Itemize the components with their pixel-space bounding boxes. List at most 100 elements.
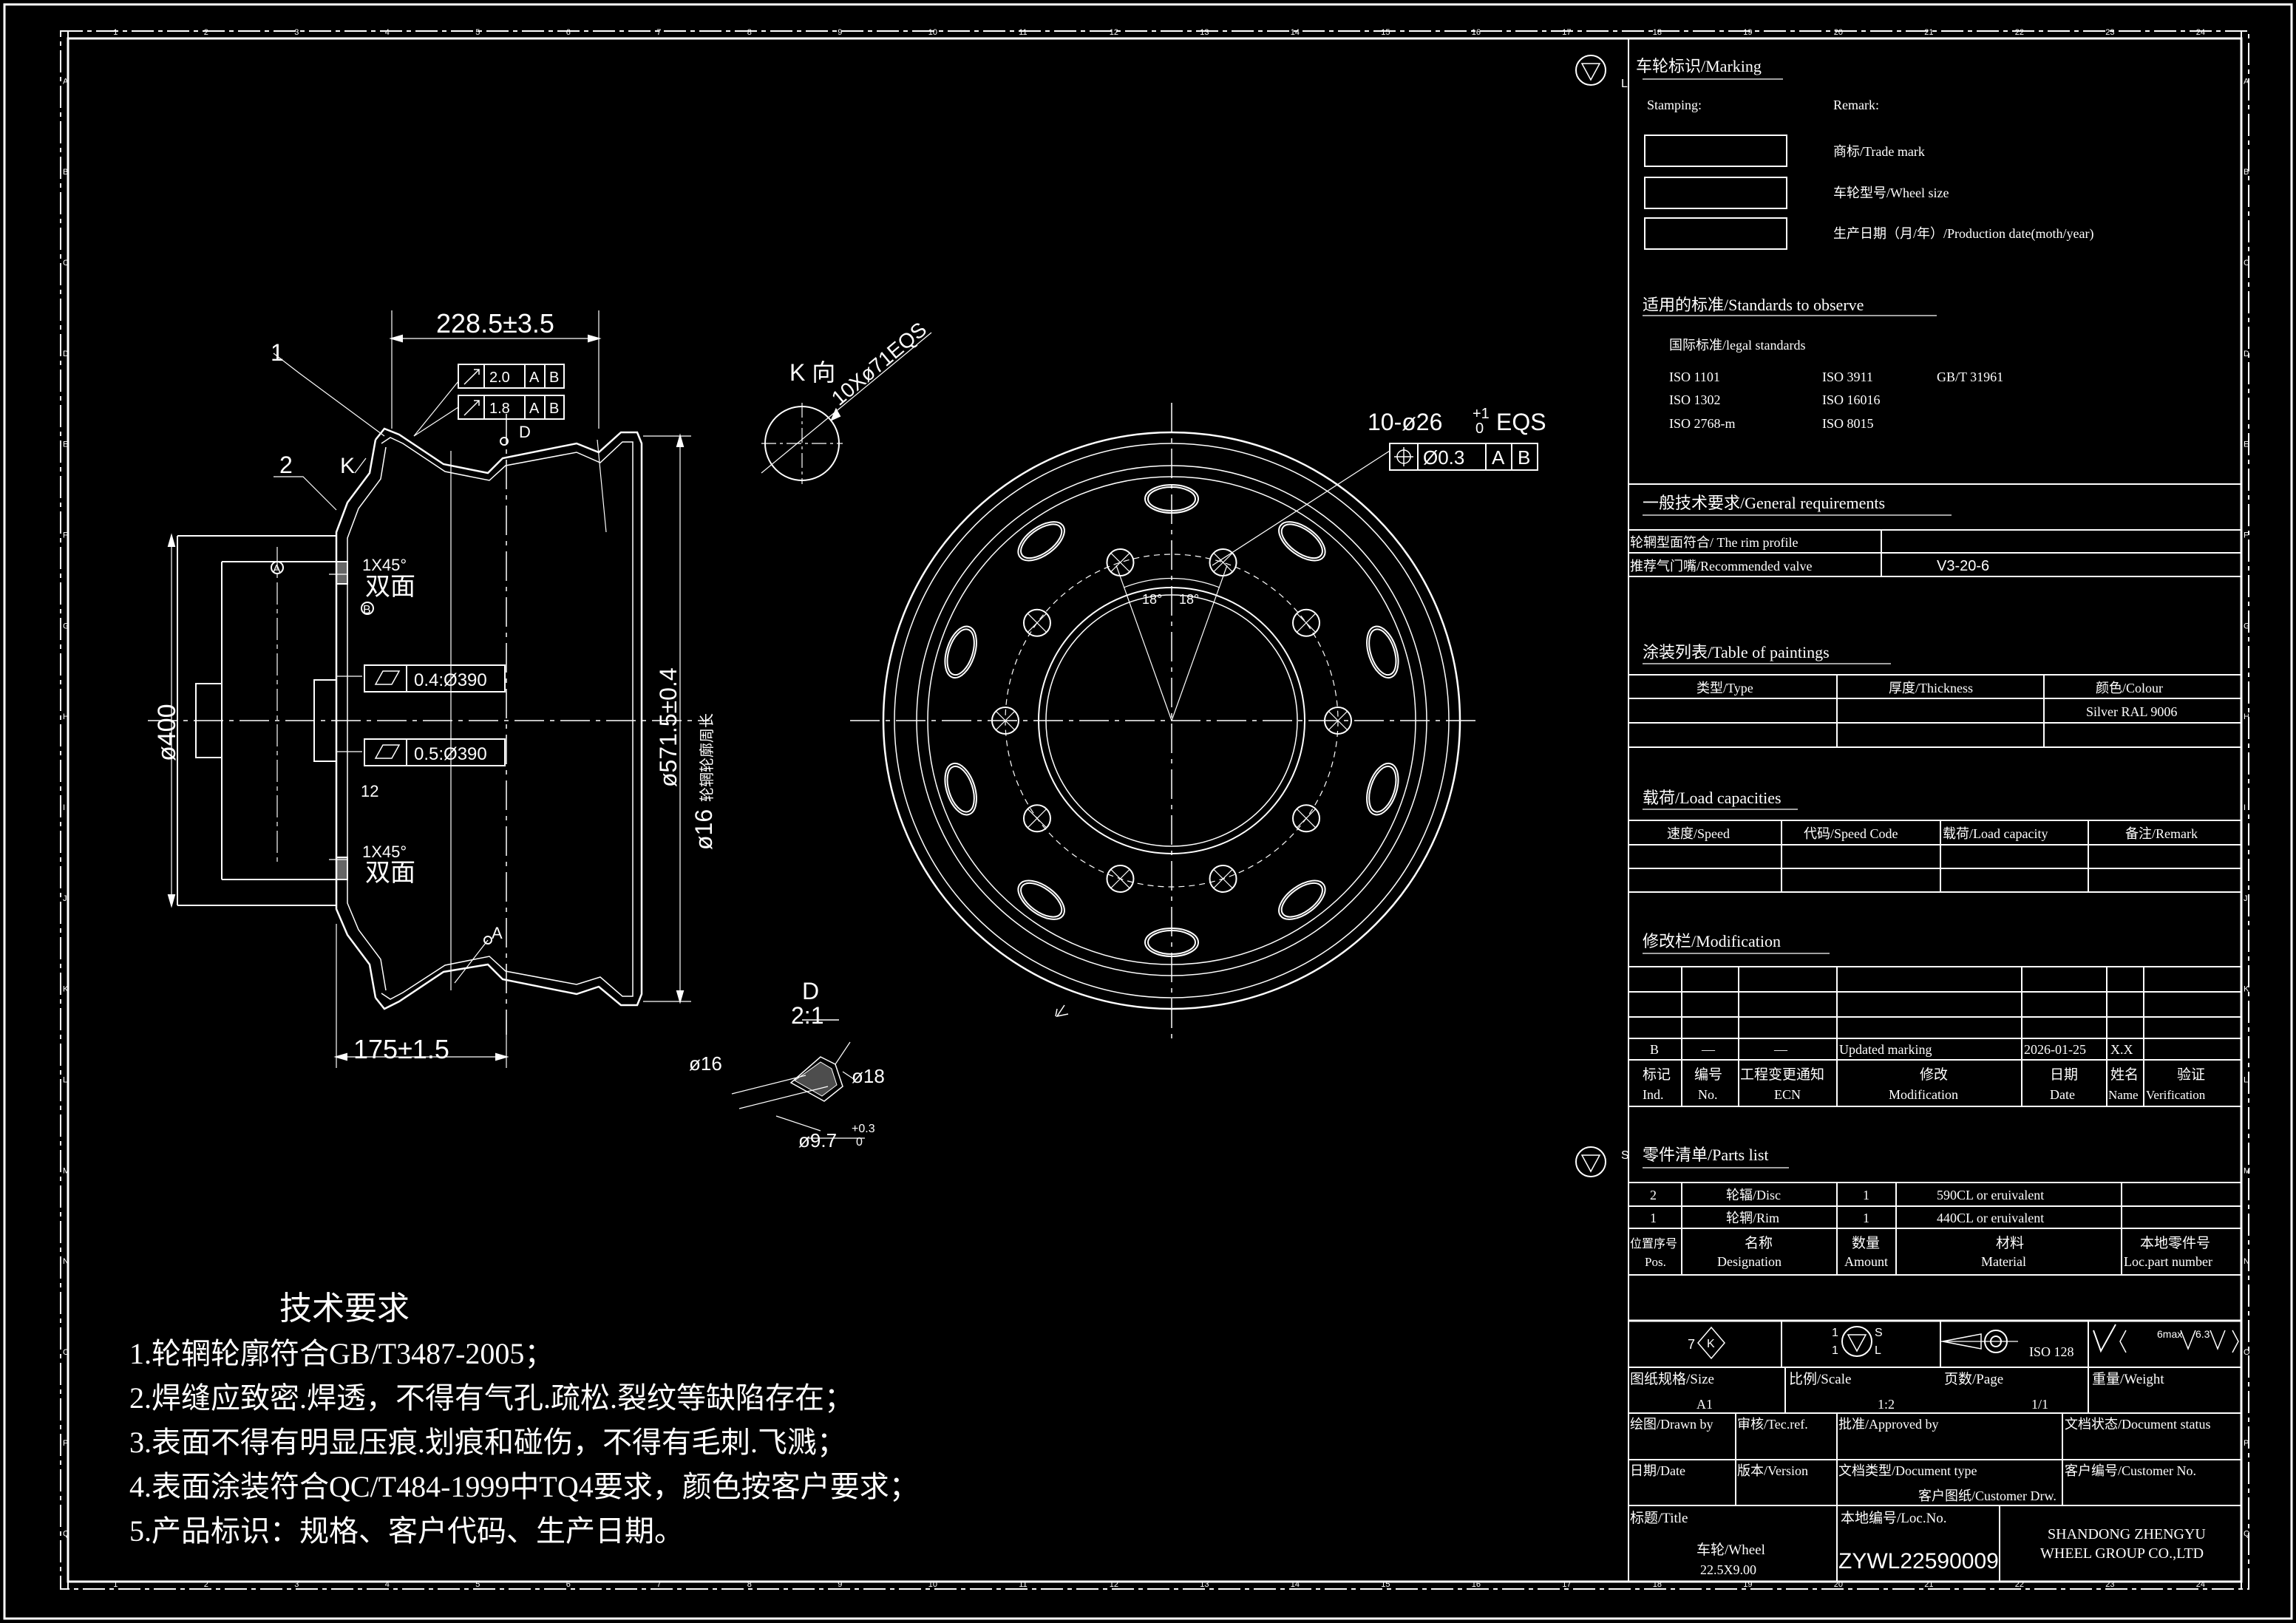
zone-letter: Q — [63, 1530, 69, 1539]
chamfer-top: 1X45° — [362, 556, 407, 574]
zone-number: 19 — [1743, 28, 1752, 37]
remark-label: Remark: — [1833, 98, 1879, 112]
detail-d18: ø18 — [852, 1065, 885, 1087]
zone-letter: N — [63, 1257, 69, 1266]
doc-type-label: 文档类型/Document type — [1838, 1463, 1977, 1478]
stamping-label: Stamping: — [1647, 98, 1702, 112]
company-line-2: WHEEL GROUP CO.,LTD — [2040, 1545, 2204, 1562]
runout-1: 2.0 — [489, 370, 510, 386]
detail-d97-tol-low: 0 — [856, 1136, 863, 1149]
sym-k-num: 7 — [1688, 1337, 1695, 1352]
standards-subtitle: 国际标准/legal standards — [1669, 338, 1805, 353]
modification-title: 修改栏/Modification — [1643, 932, 1781, 950]
zone-number: 20 — [1834, 1580, 1843, 1589]
bolt-hole-cross — [1296, 808, 1317, 828]
tech-req-title: 技术要求 — [279, 1290, 410, 1327]
parts-h-loc-cn: 本地零件号 — [2140, 1235, 2210, 1251]
vent-hole — [1020, 523, 1063, 559]
bolt-hole — [991, 707, 1019, 735]
position-tol-a: A — [1492, 446, 1505, 469]
parts-h-amount-en: Amount — [1844, 1254, 1888, 1269]
rim-dia-dim: ø571.5±0.4 — [655, 667, 682, 787]
zone-number: 3 — [294, 28, 299, 37]
zone-letter: F — [63, 531, 68, 540]
parts-r1-material: 590CL or eruivalent — [1937, 1188, 2044, 1202]
bolt-hole — [1106, 548, 1135, 577]
double-side-top: 双面 — [365, 574, 415, 601]
k-view-holes: 10Xø71EQS — [827, 318, 931, 410]
zone-number: 16 — [1472, 28, 1481, 37]
zone-number: 15 — [1381, 28, 1390, 37]
zone-letter: N — [2244, 1257, 2249, 1266]
zone-letter: I — [2244, 803, 2246, 812]
front-holes-tol-upper: +1 — [1473, 406, 1490, 422]
zone-number: 11 — [1019, 1580, 1027, 1589]
position-tolerance-frame — [1389, 443, 1538, 471]
sym-ls-bot: 1 — [1832, 1344, 1838, 1357]
std-col1-1: ISO 1101 — [1669, 370, 1720, 384]
zone-number: 24 — [2196, 28, 2205, 37]
zone-number: 12 — [1110, 1580, 1118, 1589]
double-side-bottom: 双面 — [365, 860, 415, 887]
zone-letter: G — [63, 622, 69, 630]
zone-number: 10 — [928, 1580, 937, 1589]
bolt-hole — [1324, 707, 1352, 735]
size-label: 图纸规格/Size — [1630, 1371, 1714, 1387]
zone-letter: D — [63, 350, 69, 358]
valve-value: V3-20-6 — [1937, 558, 1989, 574]
position-tol-b: B — [1518, 446, 1530, 469]
vent-hole — [1368, 628, 1397, 676]
zone-number: 17 — [1562, 1580, 1571, 1589]
zone-number: 20 — [1834, 28, 1843, 37]
zone-letter: C — [2244, 259, 2249, 268]
marking-row-1: 商标/Trade mark — [1833, 144, 1925, 159]
mod-h-name-en: Name — [2108, 1088, 2139, 1102]
paint-col-colour: 颜色/Colour — [2096, 681, 2163, 695]
parts-r2-name: 轮辋/Rim — [1726, 1211, 1779, 1225]
sym-k-letter: K — [1707, 1338, 1715, 1350]
zone-letter: I — [63, 803, 65, 812]
vent-hole — [1144, 928, 1199, 957]
zone-number: 7 — [656, 28, 661, 37]
zone-number: 18 — [1653, 28, 1662, 37]
title-size: 22.5X9.00 — [1700, 1562, 1756, 1577]
runout-2: 1.8 — [489, 401, 510, 417]
zone-markers: 1122334455667788991010111112121313141415… — [63, 28, 2250, 1589]
callout-2: 2 — [279, 452, 293, 478]
mod-row-ecn: — — [1773, 1042, 1788, 1057]
vent-hole — [1278, 521, 1326, 562]
runout-2-a: A — [529, 401, 540, 417]
zone-letter: E — [63, 440, 68, 449]
bolt-hole — [1209, 864, 1237, 893]
runout-2-b: B — [549, 401, 559, 417]
zone-letter: J — [2244, 894, 2248, 903]
detail-d16: ø16 — [689, 1052, 722, 1075]
mod-row-no: — — [1701, 1042, 1716, 1057]
mod-h-date-en: Date — [2050, 1087, 2075, 1102]
marking-row-2: 车轮型号/Wheel size — [1833, 186, 1949, 200]
zone-number: 21 — [1924, 1580, 1933, 1589]
zone-letter: H — [2244, 712, 2249, 721]
zone-number: 18 — [1653, 1580, 1662, 1589]
zone-number: 12 — [1110, 28, 1118, 37]
mod-row-ind: B — [1650, 1042, 1659, 1057]
zone-number: 9 — [838, 28, 842, 37]
detail-d97-tol: +0.3 — [852, 1123, 875, 1135]
vent-hole — [946, 765, 975, 813]
runout-1-b: B — [549, 370, 559, 386]
vent-hole — [1280, 523, 1323, 559]
paint-col-type: 类型/Type — [1696, 681, 1753, 695]
bolt-hole — [1292, 804, 1321, 833]
parts-r2-amount: 1 — [1863, 1211, 1869, 1225]
zone-letter: P — [2244, 1439, 2249, 1448]
parts-h-loc-en: Loc.part number — [2124, 1254, 2212, 1269]
zone-letter: K — [2244, 985, 2249, 994]
small-dim: 12 — [361, 782, 378, 800]
mod-row-date: 2026-01-25 — [2024, 1042, 2086, 1057]
angle-left: 18° — [1142, 592, 1162, 607]
zone-letter: G — [2244, 622, 2250, 630]
wheel-section-view — [148, 310, 710, 1068]
zone-letter: F — [2244, 531, 2249, 540]
parts-r1-name: 轮辐/Disc — [1726, 1188, 1781, 1202]
loc-number: ZYWL22590009 — [1838, 1549, 1999, 1573]
